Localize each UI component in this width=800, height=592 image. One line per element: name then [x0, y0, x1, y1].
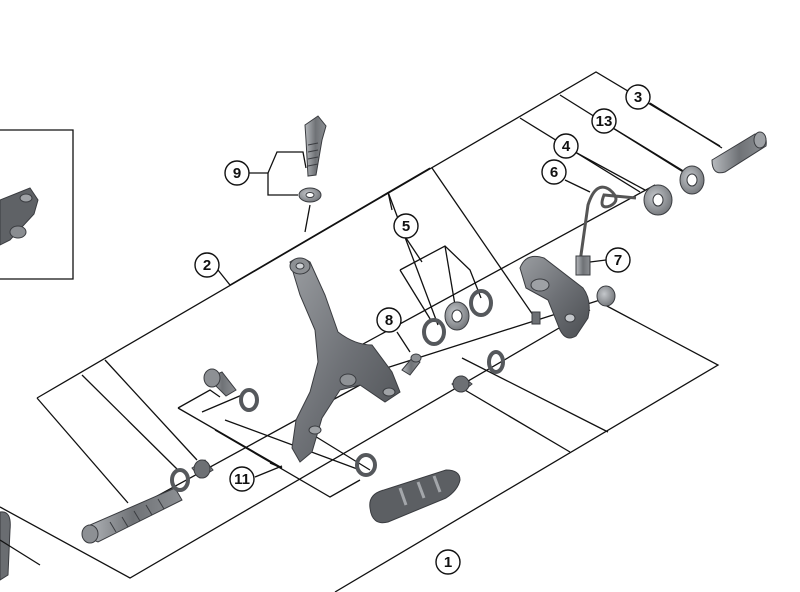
callout-1: 1: [435, 549, 461, 575]
inset-brake-shoe: [0, 187, 39, 246]
svg-text:8: 8: [385, 312, 393, 329]
callout-3: 3: [625, 84, 651, 110]
inset-frame: [0, 129, 74, 280]
partial-arm-left: [0, 511, 11, 581]
washer-a: [170, 468, 190, 492]
washer-13: [679, 165, 705, 195]
svg-text:2: 2: [203, 257, 211, 274]
washer-b: [239, 388, 259, 412]
callout-4: 4: [553, 133, 579, 159]
cable-bolt: [298, 115, 327, 203]
screw-8: [401, 353, 422, 376]
callout-7: 7: [605, 247, 631, 273]
callout-11: 11: [229, 466, 255, 492]
parts: [81, 115, 767, 544]
callout-2: 2: [194, 252, 220, 278]
svg-text:7: 7: [614, 252, 622, 269]
washer-d: [487, 350, 505, 374]
bushing-a: [191, 459, 214, 479]
callout-8: 8: [376, 307, 402, 333]
set-screw: [575, 255, 591, 276]
leader-lines: [0, 71, 723, 592]
svg-text:9: 9: [233, 165, 241, 182]
pivot-bolt: [81, 487, 183, 544]
svg-text:13: 13: [596, 113, 613, 130]
callout-9: 9: [224, 160, 250, 186]
spring-holder: [519, 255, 590, 339]
small-pin: [531, 311, 541, 325]
fixing-bolt-11: [203, 368, 237, 397]
svg-text:11: 11: [234, 471, 250, 488]
callouts: 1 2 3 4 5 6 7 8: [194, 84, 651, 575]
bushing-4: [643, 184, 673, 216]
washers-5: [422, 289, 493, 346]
svg-text:4: 4: [562, 138, 571, 155]
svg-text:6: 6: [550, 164, 558, 181]
callout-6: 6: [541, 159, 567, 185]
bushing-b: [451, 375, 473, 393]
svg-text:3: 3: [634, 89, 642, 106]
svg-text:5: 5: [402, 218, 410, 235]
callout-13: 13: [591, 108, 617, 134]
mounting-bolt: [711, 131, 767, 174]
callout-5: 5: [393, 213, 419, 239]
return-spring: [578, 185, 637, 263]
brake-shoe: [369, 469, 461, 524]
nut: [596, 285, 616, 307]
washer-c: [355, 453, 377, 477]
brake-arm: [289, 257, 401, 463]
svg-text:1: 1: [444, 554, 452, 571]
